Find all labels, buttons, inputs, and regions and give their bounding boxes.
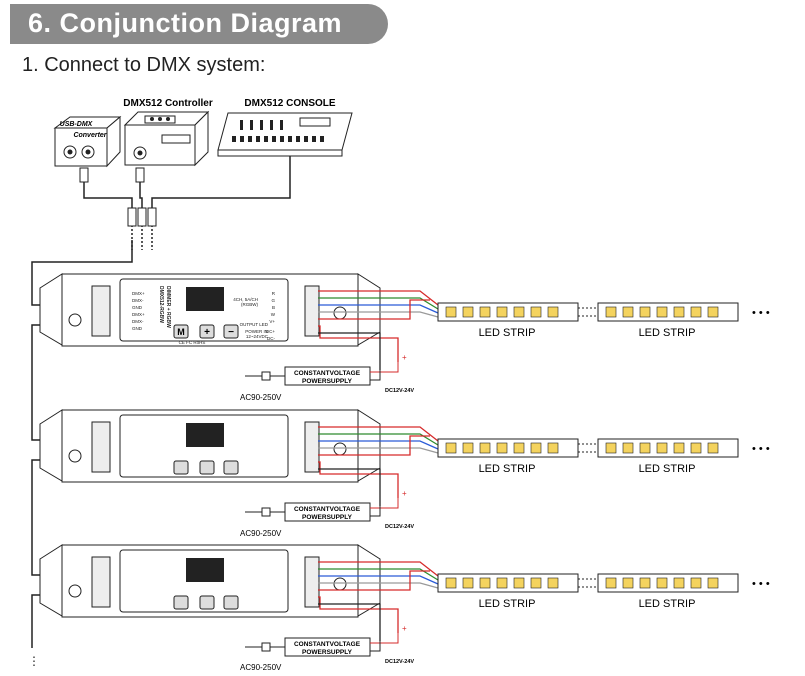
plus-sign: +	[402, 624, 407, 633]
section-subtitle: 1. Connect to DMX system:	[22, 54, 266, 76]
led-strip-row-1: LED STRIP LED STRIP • • •	[437, 302, 770, 339]
strip-continuation: • • •	[752, 578, 770, 590]
led-strips: LED STRIP LED STRIP • • • LED STRIP LED …	[437, 302, 770, 610]
strip-continuation: • • •	[752, 443, 770, 455]
ac-label: AC90-250V	[240, 393, 282, 402]
term-b: B	[272, 305, 275, 310]
model-sub-label: DIMMER + RGBW	[165, 286, 171, 328]
minus-button-label: −	[228, 327, 234, 338]
output-wires	[318, 290, 439, 641]
page-title: 6. Conjunction Diagram	[28, 8, 343, 38]
rgbw-note: (RGBW)	[241, 302, 258, 307]
dc-label: DC12V-24V	[385, 659, 414, 665]
power-in-label: POWER IN	[245, 329, 268, 334]
power-supply-row-1: CONSTANTVOLTAGE POWERSUPPLY + AC90-250V …	[240, 353, 414, 402]
psu-line2: POWERSUPPLY	[302, 649, 353, 656]
output-led-label: OUTPUT LED	[240, 322, 269, 327]
dmx-console	[217, 112, 353, 157]
led-strip-label: LED STRIP	[479, 598, 536, 610]
plus-button	[199, 324, 215, 339]
led-strip-label: LED STRIP	[639, 463, 696, 475]
led-display	[186, 287, 224, 311]
power-supplies: CONSTANTVOLTAGE POWERSUPPLY + AC90-250V …	[240, 353, 414, 672]
ac-label: AC90-250V	[240, 663, 282, 672]
power-range-label: 12~24VDC	[246, 334, 269, 339]
mode-button	[173, 324, 189, 339]
psu-line2: POWERSUPPLY	[302, 514, 353, 521]
mode-button-label: M	[177, 327, 185, 337]
ac-label: AC90-250V	[240, 529, 282, 538]
model-label: DMX512-RGBW	[158, 286, 164, 323]
led-strip-label: LED STRIP	[639, 598, 696, 610]
console-label: DMX512 CONSOLE	[244, 98, 335, 109]
plus-sign: +	[402, 489, 407, 498]
controller-label: DMX512 Controller	[123, 98, 213, 109]
term-g: G	[271, 298, 275, 303]
dc-minus-label: DC-	[267, 336, 275, 341]
strip-continuation: • • •	[752, 307, 770, 319]
xlr-splitter	[127, 207, 157, 227]
dc-label: DC12V-24V	[385, 524, 414, 530]
plus-button-label: +	[204, 327, 210, 338]
power-supply-row-2: CONSTANTVOLTAGE POWERSUPPLY + AC90-250V …	[240, 489, 414, 538]
term-l5: DMX-	[132, 319, 144, 324]
term-r: R	[272, 291, 276, 296]
psu-line1: CONSTANTVOLTAGE	[294, 641, 361, 648]
psu-line1: CONSTANTVOLTAGE	[294, 506, 361, 513]
converter-label: Converter	[73, 132, 107, 139]
term-l3: GND	[132, 305, 143, 310]
decoder-unit-row-3	[39, 544, 381, 618]
term-l1: DMX+	[132, 291, 145, 296]
term-l4: DMX+	[132, 312, 145, 317]
dc-label: DC12V-24V	[385, 388, 414, 394]
power-supply-row-3: CONSTANTVOLTAGE POWERSUPPLY + AC90-250V …	[240, 624, 414, 672]
cert-label: CE FC RoHS	[179, 340, 206, 345]
plus-sign: +	[402, 353, 407, 362]
usb-dmx-converter: USB-DMX Converter	[53, 115, 122, 183]
dmx-controller	[123, 110, 210, 183]
psu-line1: CONSTANTVOLTAGE	[294, 370, 361, 377]
led-strip-row-2: LED STRIP LED STRIP • • •	[437, 438, 770, 475]
header-bar: 6. Conjunction Diagram	[10, 4, 388, 44]
decoder-unit-row-1: DMX+ DMX- GND DMX+ DMX- GND R G B W V+ 4…	[39, 273, 381, 347]
chain-continuation: ⋮	[28, 654, 40, 668]
decoder-unit-row-2	[39, 409, 381, 483]
term-vplus: V+	[269, 319, 275, 324]
rating-note: 4CH, 5A/CH	[233, 297, 258, 302]
led-strip-row-3: LED STRIP LED STRIP • • •	[437, 573, 770, 610]
term-l6: GND	[132, 326, 143, 331]
psu-line2: POWERSUPPLY	[302, 378, 353, 385]
usb-dmx-label: USB-DMX	[60, 121, 94, 128]
led-strip-label: LED STRIP	[479, 327, 536, 339]
led-strip-label: LED STRIP	[479, 463, 536, 475]
minus-button	[223, 324, 239, 339]
dc-plus-label: DC+	[266, 329, 275, 334]
term-l2: DMX-	[132, 298, 144, 303]
led-strip-label: LED STRIP	[639, 327, 696, 339]
term-w: W	[271, 312, 276, 317]
